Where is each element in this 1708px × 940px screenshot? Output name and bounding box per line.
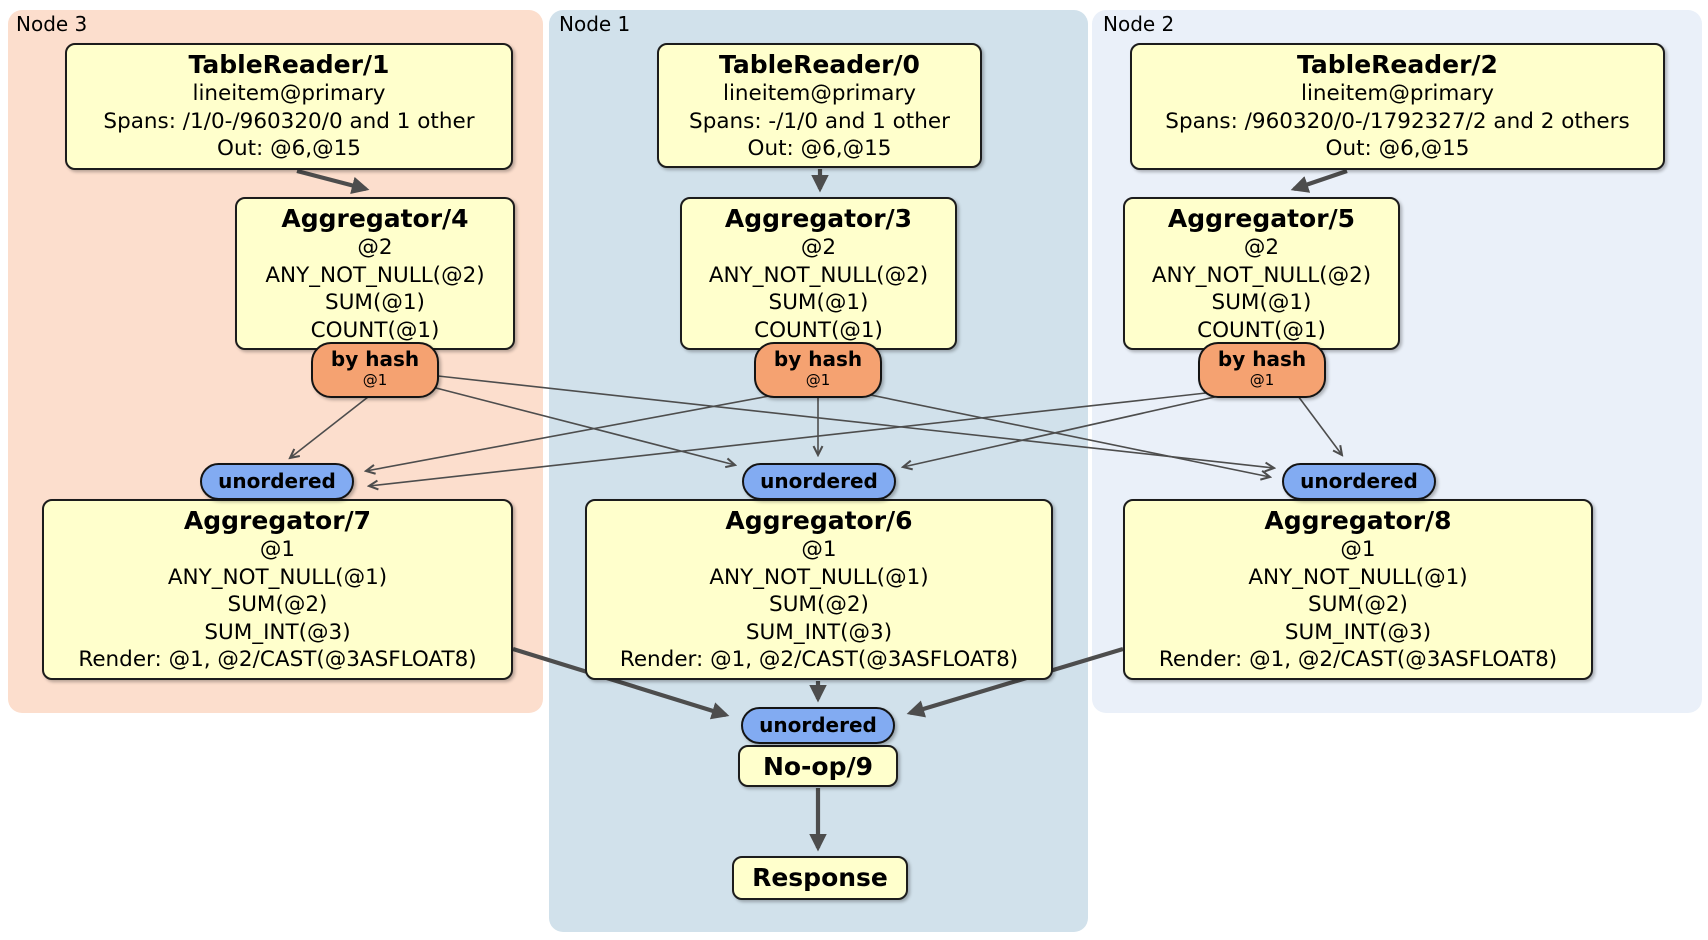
plan-node-detail: SUM_INT(@3) <box>745 619 893 645</box>
plan-node-tablereader-1: TableReader/1 lineitem@primary Spans: /1… <box>65 43 513 170</box>
plan-node-title: Aggregator/5 <box>1167 204 1356 233</box>
router-by-hash-3: by hash @1 <box>754 342 882 398</box>
plan-node-spans: Spans: -/1/0 and 1 other <box>689 108 950 134</box>
plan-node-index: lineitem@primary <box>1300 81 1495 106</box>
plan-node-detail: COUNT(@1) <box>310 317 440 343</box>
plan-node-detail: SUM(@2) <box>1308 592 1408 617</box>
plan-node-index: lineitem@primary <box>192 81 386 106</box>
router-key: @1 <box>805 371 831 389</box>
node-region-label-2: Node 2 <box>1103 12 1175 36</box>
plan-node-noop-9: No-op/9 <box>738 745 898 787</box>
router-label: by hash <box>1217 347 1307 371</box>
plan-node-detail: SUM_INT(@3) <box>1284 619 1432 645</box>
plan-node-title: Aggregator/7 <box>183 506 372 535</box>
plan-node-index: lineitem@primary <box>722 81 917 106</box>
stream-unordered-7: unordered <box>200 463 354 500</box>
plan-node-detail: SUM(@2) <box>227 592 328 617</box>
plan-node-title: Aggregator/8 <box>1264 506 1452 535</box>
plan-node-detail: ANY_NOT_NULL(@2) <box>708 262 929 288</box>
plan-node-detail: SUM(@2) <box>769 592 869 617</box>
stream-unordered-6: unordered <box>742 463 896 500</box>
plan-node-title: TableReader/0 <box>719 50 920 79</box>
plan-node-title: Aggregator/3 <box>724 204 913 233</box>
plan-node-detail: ANY_NOT_NULL(@1) <box>709 564 929 590</box>
router-label: by hash <box>330 347 420 371</box>
plan-node-aggregator-4: Aggregator/4 @2 ANY_NOT_NULL(@2) SUM(@1)… <box>235 197 515 350</box>
stream-unordered-8: unordered <box>1282 463 1436 500</box>
node-region-label-3: Node 3 <box>16 12 88 36</box>
plan-node-title: Aggregator/6 <box>725 506 913 535</box>
plan-node-detail: @2 <box>1243 235 1280 260</box>
router-label: by hash <box>773 347 863 371</box>
plan-node-detail: ANY_NOT_NULL(@1) <box>167 564 388 590</box>
plan-node-aggregator-5: Aggregator/5 @2 ANY_NOT_NULL(@2) SUM(@1)… <box>1123 197 1400 350</box>
plan-node-detail: ANY_NOT_NULL(@1) <box>1248 564 1468 590</box>
stream-unordered-9: unordered <box>741 707 895 744</box>
plan-node-aggregator-3: Aggregator/3 @2 ANY_NOT_NULL(@2) SUM(@1)… <box>680 197 957 350</box>
plan-node-detail: ANY_NOT_NULL(@2) <box>265 262 485 288</box>
plan-node-title: TableReader/2 <box>1297 50 1498 79</box>
plan-node-title: Aggregator/4 <box>281 204 469 233</box>
plan-node-out: Out: @6,@15 <box>217 136 361 161</box>
plan-node-detail: @2 <box>357 235 393 260</box>
plan-node-aggregator-6: Aggregator/6 @1 ANY_NOT_NULL(@1) SUM(@2)… <box>585 499 1053 680</box>
plan-node-detail: COUNT(@1) <box>1197 317 1326 343</box>
plan-node-aggregator-8: Aggregator/8 @1 ANY_NOT_NULL(@1) SUM(@2)… <box>1123 499 1593 680</box>
plan-node-detail: SUM(@1) <box>325 290 425 315</box>
plan-node-tablereader-2: TableReader/2 lineitem@primary Spans: /9… <box>1130 43 1665 170</box>
node-region-label-1: Node 1 <box>559 12 631 36</box>
plan-node-detail: COUNT(@1) <box>754 317 883 343</box>
plan-node-detail: ANY_NOT_NULL(@2) <box>1151 262 1372 288</box>
plan-node-detail: SUM_INT(@3) <box>204 619 351 645</box>
router-key: @1 <box>362 371 388 389</box>
plan-node-render: Render: @1, @2/CAST(@3ASFLOAT8) <box>1158 647 1558 672</box>
stream-label: unordered <box>218 469 336 493</box>
plan-node-aggregator-7: Aggregator/7 @1 ANY_NOT_NULL(@1) SUM(@2)… <box>42 499 513 680</box>
plan-node-detail: SUM(@1) <box>768 290 869 315</box>
plan-node-spans: Spans: /1/0-/960320/0 and 1 other <box>103 108 475 134</box>
router-key: @1 <box>1249 371 1275 389</box>
plan-node-spans: Spans: /960320/0-/1792327/2 and 2 others <box>1165 108 1630 134</box>
stream-label: unordered <box>759 713 877 737</box>
plan-node-detail: SUM(@1) <box>1211 290 1312 315</box>
router-by-hash-5: by hash @1 <box>1198 342 1326 398</box>
stream-label: unordered <box>760 469 878 493</box>
plan-node-response: Response <box>732 856 908 900</box>
plan-node-out: Out: @6,@15 <box>747 136 892 161</box>
plan-node-detail: @1 <box>259 537 296 562</box>
plan-node-out: Out: @6,@15 <box>1325 136 1470 161</box>
plan-node-title: Response <box>752 863 888 892</box>
plan-node-render: Render: @1, @2/CAST(@3ASFLOAT8) <box>619 647 1019 672</box>
stream-label: unordered <box>1300 469 1418 493</box>
plan-node-tablereader-0: TableReader/0 lineitem@primary Spans: -/… <box>657 43 982 168</box>
plan-node-title: No-op/9 <box>762 752 874 781</box>
router-by-hash-4: by hash @1 <box>311 342 439 398</box>
plan-node-render: Render: @1, @2/CAST(@3ASFLOAT8) <box>78 647 477 672</box>
plan-node-detail: @2 <box>800 235 837 260</box>
plan-node-detail: @1 <box>1340 537 1376 562</box>
plan-node-detail: @1 <box>801 537 837 562</box>
plan-node-title: TableReader/1 <box>188 50 390 79</box>
